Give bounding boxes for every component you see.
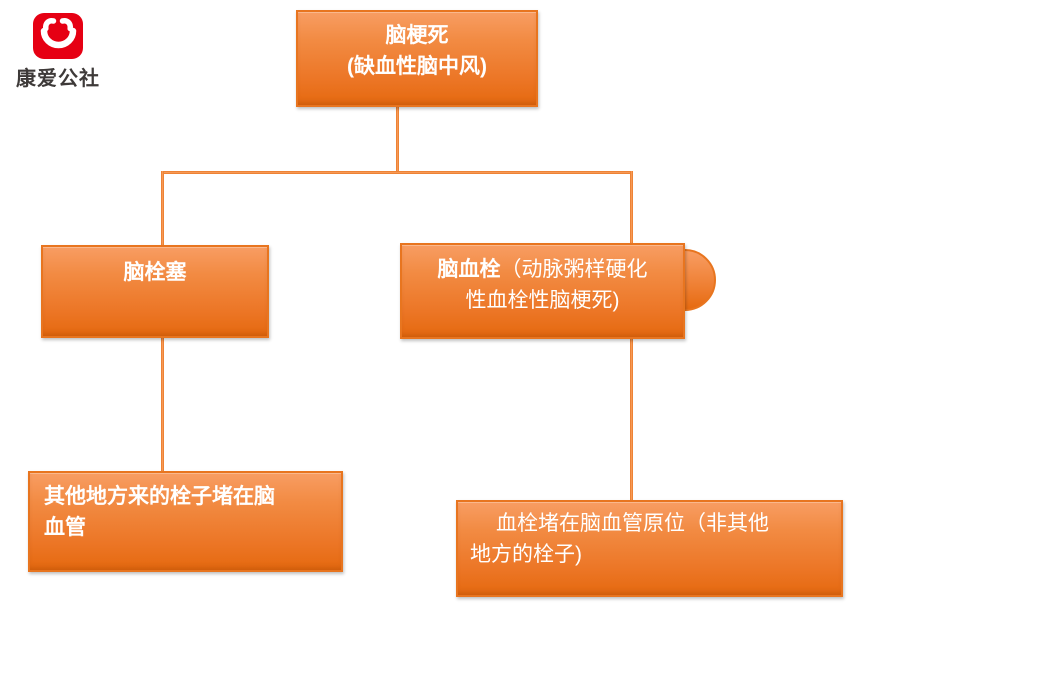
node-embolism: 脑栓塞 [41, 245, 269, 338]
connector-root-stem [396, 105, 399, 172]
kangai-smile-icon [33, 13, 83, 59]
node-root-line1: 脑梗死 [385, 23, 449, 47]
brand-logo: 康爱公社 [8, 12, 108, 91]
node-thrombosis: 脑血栓（动脉粥样硬化 性血栓性脑梗死) [400, 243, 685, 339]
connector-embolism-to-desc [161, 336, 164, 472]
connector-left-drop [161, 171, 164, 247]
connector-right-drop [630, 171, 633, 245]
connector-thrombosis-to-desc [630, 336, 633, 501]
node-embolism-description-line2: 血管 [44, 516, 86, 539]
connector-horizontal-branch [161, 171, 633, 174]
node-thrombosis-subtitle-part2: 性血栓性脑梗死) [465, 289, 620, 312]
node-thrombosis-description-line2: 地方的栓子) [470, 543, 582, 566]
node-root-line2: (缺血性脑中风) [347, 54, 487, 78]
node-thrombosis-line1: 脑血栓（动脉粥样硬化 [402, 254, 683, 285]
node-thrombosis-title: 脑血栓 [437, 258, 501, 281]
node-embolism-description-line1: 其他地方来的栓子堵在脑 [44, 485, 275, 508]
node-thrombosis-description: 血栓堵在脑血管原位（非其他 地方的栓子) [456, 500, 843, 597]
brand-logo-text: 康爱公社 [16, 68, 100, 90]
node-root: 脑梗死 (缺血性脑中风) [296, 10, 538, 107]
node-thrombosis-subtitle-part1: （动脉粥样硬化 [500, 258, 648, 281]
node-thrombosis-description-line1: 血栓堵在脑血管原位（非其他 [496, 512, 769, 535]
node-embolism-description: 其他地方来的栓子堵在脑 血管 [28, 471, 343, 572]
node-embolism-title: 脑栓塞 [123, 261, 187, 284]
